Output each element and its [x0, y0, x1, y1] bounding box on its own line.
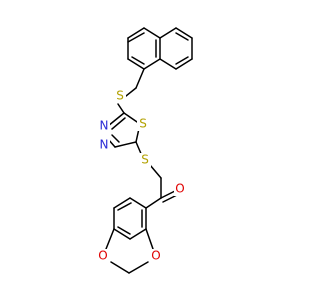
bond — [131, 56, 145, 65]
bond — [129, 197, 147, 209]
bond — [111, 134, 120, 143]
atom-label-n: N — [100, 138, 109, 152]
sulfur-atom-thioether-bottom: S — [139, 153, 151, 167]
molecule-diagram: S S N N S O O O — [97, 27, 193, 274]
oxygen-atom-dioxole-left: O — [97, 249, 109, 263]
molecule-structure-svg: S S N N S O O O — [97, 27, 193, 274]
bond — [159, 58, 177, 70]
nitrogen-atom-upper: N — [98, 119, 110, 133]
bond — [117, 226, 131, 235]
bond — [149, 164, 162, 179]
atom-label-o: O — [151, 249, 160, 263]
atom-label-n: N — [100, 119, 109, 133]
sulfur-atom-thioether-top: S — [114, 89, 126, 103]
bond — [127, 58, 145, 70]
bond — [105, 228, 115, 250]
bond — [143, 27, 161, 39]
bond — [135, 68, 145, 89]
oxygen-atom-ketone: O — [174, 182, 186, 196]
bond — [159, 27, 177, 39]
bond — [143, 58, 161, 70]
bond — [114, 141, 137, 148]
bond — [127, 32, 145, 43]
nitrogen-atom-lower: N — [98, 138, 110, 152]
bond — [175, 27, 193, 39]
bond — [107, 112, 125, 127]
bond — [145, 197, 162, 209]
bond — [127, 27, 145, 39]
bond — [117, 103, 125, 114]
bond — [113, 228, 131, 240]
bond — [117, 202, 132, 211]
bond — [125, 87, 137, 97]
bond — [145, 228, 154, 250]
bonds — [105, 27, 193, 274]
bond — [128, 261, 149, 274]
atom-labels: S S N N S O O O — [97, 89, 186, 263]
oxygen-atom-dioxole-right: O — [150, 249, 162, 263]
atom-label-s: S — [116, 89, 124, 103]
bond — [175, 56, 189, 65]
bond — [162, 194, 178, 203]
bond — [113, 197, 131, 209]
bond — [110, 261, 130, 274]
atom-label-o: O — [175, 182, 184, 196]
bond — [129, 228, 147, 240]
bond — [111, 117, 126, 130]
atom-label-s: S — [141, 153, 149, 167]
sulfur-atom-thiadiazole: S — [137, 117, 149, 131]
atom-label-s: S — [139, 117, 147, 131]
atom-label-o: O — [98, 249, 107, 263]
bond — [175, 58, 193, 70]
bond — [175, 32, 189, 41]
